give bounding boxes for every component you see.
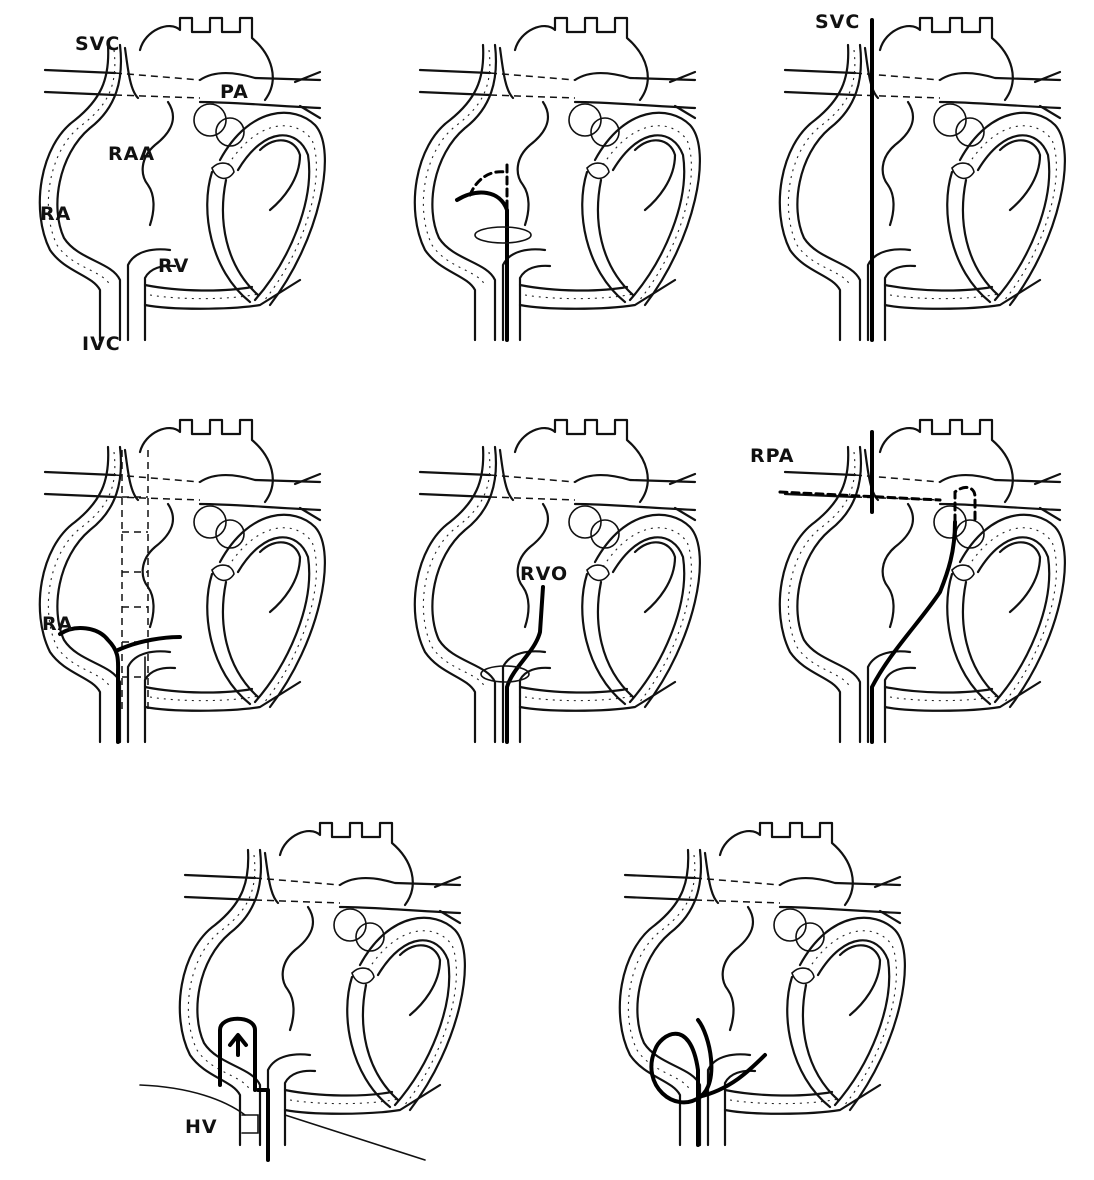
catheter-course (60, 450, 180, 742)
label-hv: HV (185, 1116, 218, 1138)
heart-drawing: RVO (395, 412, 725, 772)
label-ivc: IVC (82, 333, 121, 355)
heart-drawing: HV (160, 815, 490, 1175)
heart-drawing (600, 815, 930, 1175)
label-svc: SVC (75, 33, 120, 55)
heart-outline (415, 18, 700, 340)
label-svc: SVC (815, 11, 860, 33)
heart-panel-1: SVC PA RAA RA RV IVC (20, 10, 350, 370)
label-rv: RV (158, 255, 189, 277)
heart-drawing: RPA (760, 412, 1090, 772)
heart-drawing: SVC PA RAA RA RV IVC (20, 10, 350, 370)
heart-outline (620, 823, 905, 1145)
heart-outline (780, 18, 1065, 340)
label-ra: RA (40, 203, 71, 225)
label-rvo: RVO (520, 563, 568, 585)
label-raa: RAA (108, 143, 155, 165)
heart-outline (780, 420, 1065, 742)
heart-panel-3: SVC (760, 10, 1090, 370)
heart-panel-6: RPA (760, 412, 1090, 772)
heart-outline (180, 823, 465, 1145)
catheter-course (140, 1019, 425, 1160)
heart-drawing (395, 10, 725, 370)
heart-drawing: SVC (760, 10, 1090, 370)
heart-panel-7: HV (160, 815, 490, 1175)
heart-panel-8 (600, 815, 930, 1175)
label-pa: PA (220, 81, 249, 103)
catheter-course (481, 587, 543, 742)
heart-panel-4: RA (20, 412, 350, 772)
heart-panel-2 (395, 10, 725, 370)
label-ra: RA (42, 613, 73, 635)
heart-outline (40, 18, 325, 340)
heart-outline (40, 420, 325, 742)
heart-panel-5: RVO (395, 412, 725, 772)
heart-drawing: RA (20, 412, 350, 772)
label-rpa: RPA (750, 445, 795, 467)
